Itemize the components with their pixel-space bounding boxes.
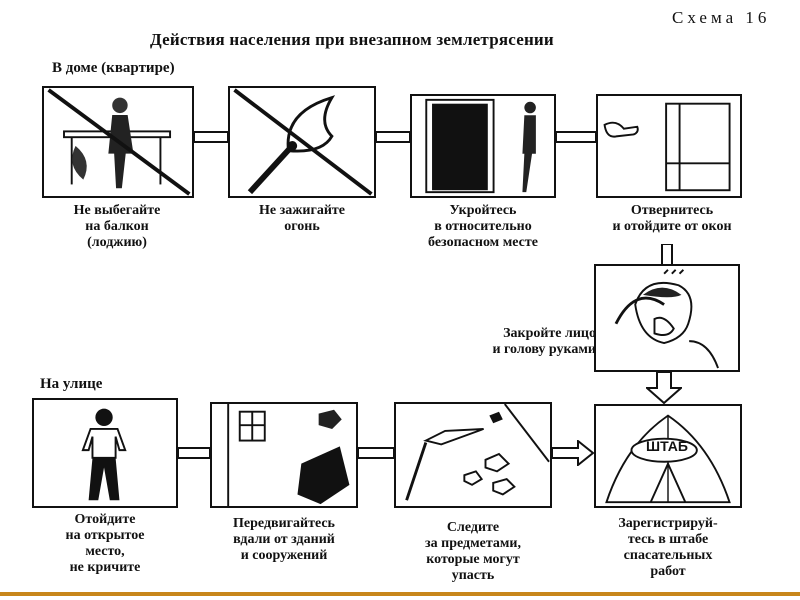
section-street-label: На улице xyxy=(40,376,103,392)
caption-line: спасательных xyxy=(623,548,713,563)
panel-falling-objects xyxy=(394,402,552,508)
caption-line: не кричите xyxy=(69,560,141,575)
caption-shelter: Укройтесь в относительно безопасном мест… xyxy=(396,203,570,251)
down-arrow-icon xyxy=(646,372,682,404)
caption-line: Закройте лицо xyxy=(503,326,596,341)
balcony-illustration xyxy=(47,88,191,196)
section-home-label: В доме (квартире) xyxy=(52,60,175,76)
panel-fire xyxy=(228,86,376,198)
caption-line: Следите xyxy=(446,520,500,535)
caption-line: тесь в штабе xyxy=(627,532,709,547)
bottom-accent-line xyxy=(0,592,800,596)
caption-line: Отвернитесь xyxy=(630,203,714,218)
caption-balcony: Не выбегайте на балкон (лоджию) xyxy=(32,203,202,251)
panel-away-buildings xyxy=(210,402,358,508)
connector-arrow xyxy=(661,244,673,266)
caption-line: и сооружений xyxy=(240,548,328,563)
tent-illustration xyxy=(605,414,731,504)
caption-line: (лоджию) xyxy=(87,235,147,250)
caption-line: Не выбегайте xyxy=(73,203,161,218)
caption-line: безопасном месте xyxy=(428,235,538,250)
caption-line: работ xyxy=(650,564,686,579)
caption-line: огонь xyxy=(284,219,320,234)
caption-line: на открытое xyxy=(65,528,145,543)
caption-fire: Не зажигайте огонь xyxy=(218,203,386,235)
connector-arrow xyxy=(358,447,394,459)
caption-line: Зарегистрируй- xyxy=(618,516,718,531)
connector-arrow xyxy=(178,447,210,459)
connector-arrow xyxy=(194,131,228,143)
tent-sign-text: ШТАБ xyxy=(646,438,688,454)
caption-line: вдали от зданий xyxy=(233,532,335,547)
caption-line: которые могут xyxy=(426,552,520,567)
right-arrow-icon xyxy=(552,440,594,466)
falling-debris-illustration xyxy=(405,404,550,501)
connector-arrow xyxy=(376,131,410,143)
panel-shelter xyxy=(410,94,556,198)
caption-away-buildings: Передвигайтесь вдали от зданий и сооруже… xyxy=(198,516,370,564)
doorway-illustration xyxy=(425,98,536,194)
person-covering-face-illustration xyxy=(614,269,719,369)
panel-cover-face xyxy=(594,264,740,372)
caption-falling-objects: Следите за предметами, которые могут упа… xyxy=(380,520,566,584)
caption-line: за предметами, xyxy=(425,536,521,551)
caption-windows: Отвернитесь и отойдите от окон xyxy=(582,203,762,235)
panel-windows xyxy=(596,94,742,198)
caption-hq-tent: Зарегистрируй- тесь в штабе спасательных… xyxy=(580,516,756,580)
caption-line: и голову руками xyxy=(492,342,596,357)
caption-line: в относительно xyxy=(434,219,532,234)
caption-open-place: Отойдите на открытое место, не кричите xyxy=(24,512,186,576)
caption-line: на балкон xyxy=(85,219,149,234)
caption-line: упасть xyxy=(451,568,495,583)
scheme-number: Схема 16 xyxy=(672,8,771,27)
caption-line: Не зажигайте xyxy=(259,203,345,218)
collapsing-building-illustration xyxy=(227,404,350,506)
window-illustration xyxy=(603,102,731,192)
caption-line: Укройтесь xyxy=(449,203,517,218)
panel-balcony xyxy=(42,86,194,198)
panel-hq-tent: ШТАБ xyxy=(594,404,742,508)
caption-line: Отойдите xyxy=(74,512,136,527)
flame-illustration xyxy=(233,88,373,196)
connector-arrow xyxy=(556,131,596,143)
caption-line: и отойдите от окон xyxy=(612,219,732,234)
page-title: Действия населения при внезапном землетр… xyxy=(150,30,554,49)
caption-line: место, xyxy=(85,544,125,559)
panel-open-place xyxy=(32,398,178,508)
standing-person-illustration xyxy=(81,408,127,501)
caption-line: Передвигайтесь xyxy=(233,516,335,531)
caption-cover-face: Закройте лицо и голову руками xyxy=(446,326,596,358)
